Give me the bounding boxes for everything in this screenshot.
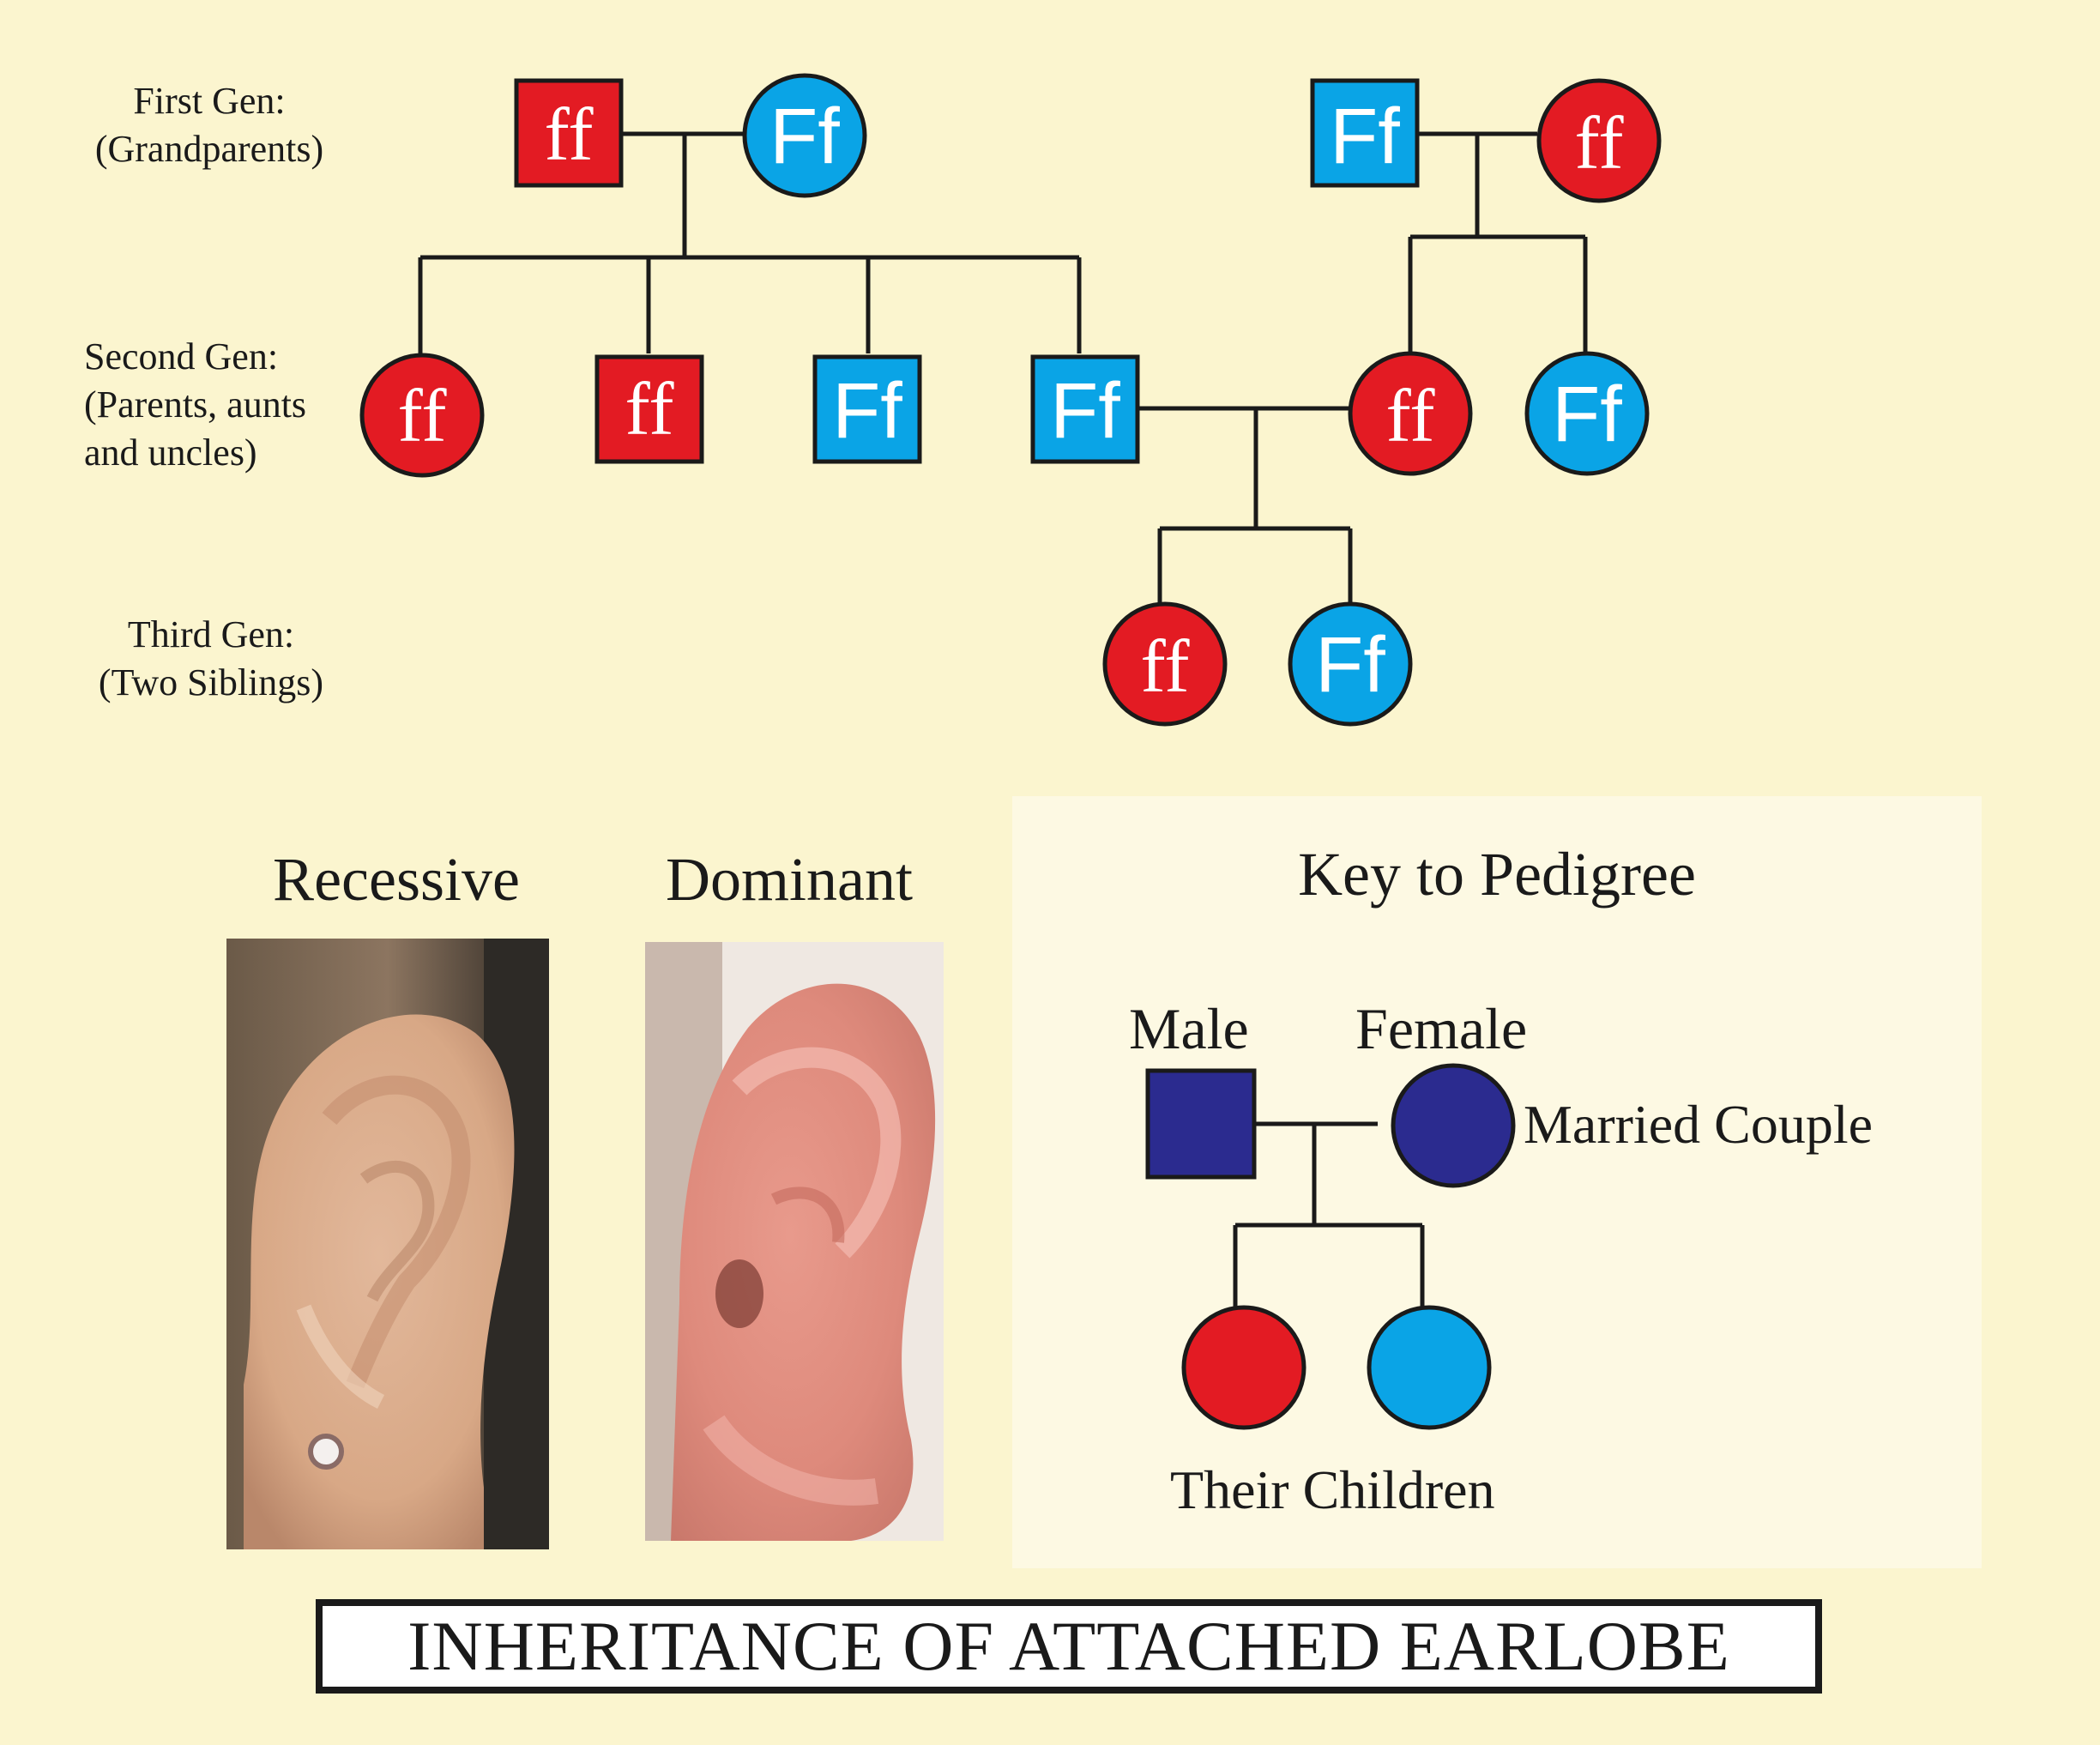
first-gen-subtitle: (Grandparents): [94, 128, 324, 170]
g2-mother-circle: [1348, 351, 1473, 476]
g1-left-grandmother-genotype: Ff: [769, 93, 840, 180]
g2-maternal-aunt-genotype: Ff: [1552, 371, 1622, 458]
pedigree-key: Key to Pedigree Male Female Married Coup…: [1012, 796, 1982, 1568]
g1-left-grandfather-genotype: ff: [544, 94, 594, 177]
second-gen-subtitle-1: (Parents, aunts: [84, 383, 307, 426]
g1-left-grandfather-square: [514, 78, 624, 188]
second-gen-title: Second Gen:: [84, 335, 279, 377]
first-gen-label: First Gen: (Grandparents): [29, 77, 389, 173]
g1-right-grandmother-circle: [1536, 78, 1662, 203]
g1-right-grandfather-square: [1310, 78, 1420, 188]
key-married-label: Married Couple: [1524, 1094, 1873, 1155]
key-title: Key to Pedigree: [1298, 840, 1696, 909]
title-banner: INHERITANCE OF ATTACHED EARLOBE: [316, 1599, 1822, 1694]
g2-uncle-2-square: [812, 354, 922, 464]
key-male-square: [1145, 1068, 1257, 1180]
attached-earlobe-image: [226, 939, 549, 1549]
recessive-title: Recessive: [273, 845, 520, 914]
key-child-recessive-circle: [1181, 1305, 1306, 1430]
g2-father-genotype: Ff: [1050, 367, 1120, 455]
second-gen-label: Second Gen: (Parents, aunts and uncles): [84, 333, 444, 477]
dominant-title: Dominant: [666, 845, 913, 914]
g3-sibling-1-genotype: ff: [1140, 625, 1190, 709]
key-male-label: Male: [1129, 996, 1249, 1061]
third-gen-subtitle: (Two Siblings): [98, 661, 324, 703]
key-children-label: Their Children: [1170, 1459, 1495, 1520]
key-symbols: [1145, 1063, 1516, 1430]
pedigree-chart: ff Ff Ff ff ff ff Ff Ff ff Ff ff Ff: [359, 73, 1662, 727]
g2-uncle-2-genotype: Ff: [832, 367, 902, 455]
g2-father-square: [1030, 354, 1140, 464]
g2-maternal-aunt-circle: [1524, 351, 1650, 476]
g1-right-grandfather-genotype: Ff: [1330, 93, 1400, 180]
key-female-circle: [1391, 1063, 1516, 1188]
key-female-label: Female: [1355, 996, 1528, 1061]
third-gen-title: Third Gen:: [127, 613, 295, 655]
third-gen-label: Third Gen: (Two Siblings): [31, 611, 391, 707]
g2-aunt-circle: [359, 353, 485, 478]
g2-aunt-genotype: ff: [397, 375, 447, 458]
free-earlobe-image: [645, 942, 944, 1541]
g2-mother-genotype: ff: [1385, 375, 1435, 458]
recessive-ear-photo: [226, 939, 549, 1549]
second-gen-subtitle-2: and uncles): [84, 432, 257, 474]
key-child-dominant-circle: [1367, 1305, 1492, 1430]
g3-sibling-2-circle: [1288, 601, 1413, 727]
pedigree-lines: [418, 131, 1588, 606]
dominant-ear-photo: [645, 942, 944, 1541]
g2-uncle-1-genotype: ff: [625, 368, 674, 451]
first-gen-title: First Gen:: [133, 80, 286, 122]
g2-uncle-1-square: [594, 354, 704, 464]
g3-sibling-2-genotype: Ff: [1315, 621, 1385, 709]
g1-right-grandmother-genotype: ff: [1574, 102, 1624, 185]
g3-sibling-1-circle: [1102, 601, 1228, 727]
g1-left-grandmother-circle: [742, 73, 867, 198]
